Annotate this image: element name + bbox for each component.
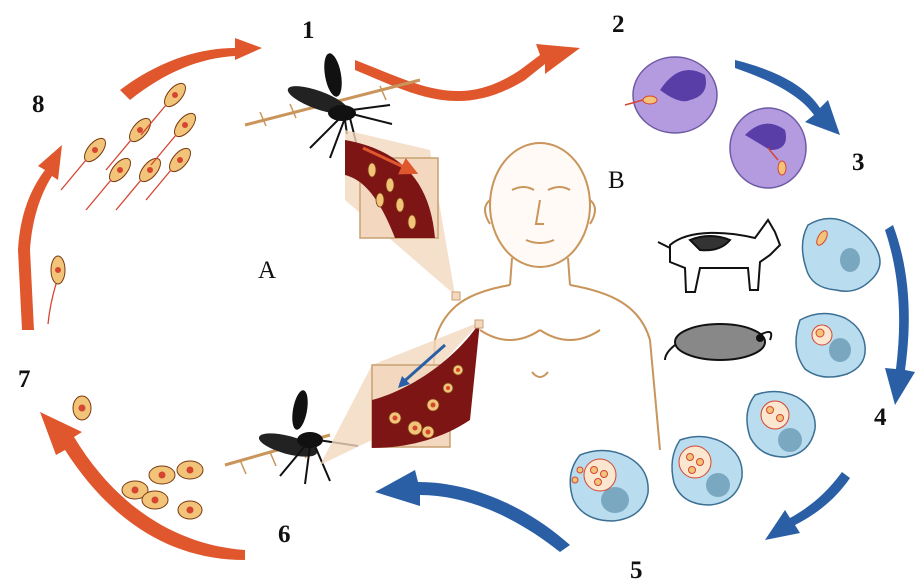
stage-label-1: 1 <box>302 18 315 43</box>
stage-label-8: 8 <box>32 92 45 117</box>
arrow-7-to-8 <box>18 145 62 330</box>
stage-label-4: 4 <box>874 405 887 430</box>
region-label-a: A <box>258 258 276 283</box>
stage-label-5: 5 <box>630 558 643 583</box>
vector-cycle-arrows <box>18 38 580 560</box>
arrow-1-to-2 <box>355 44 580 101</box>
stage-label-7: 7 <box>18 367 31 392</box>
stage-label-6: 6 <box>278 522 291 547</box>
bloodmeal-inset <box>320 320 483 465</box>
stage-label-2: 2 <box>612 12 625 37</box>
region-label-b: B <box>608 168 625 193</box>
dog-reservoir-icon <box>658 220 780 292</box>
rodent-reservoir-icon <box>665 324 771 360</box>
arrow-5-to-6 <box>375 470 570 552</box>
arrow-3-to-4 <box>885 225 915 405</box>
promastigotes <box>48 80 199 324</box>
skin-inoculation-inset <box>345 130 460 300</box>
human-chest <box>480 330 600 377</box>
arrow-4-to-5 <box>765 472 850 540</box>
stage-label-3: 3 <box>852 150 865 175</box>
amastigotes-in-sandfly-gut <box>73 396 203 519</box>
arrow-8-to-1 <box>120 38 262 100</box>
